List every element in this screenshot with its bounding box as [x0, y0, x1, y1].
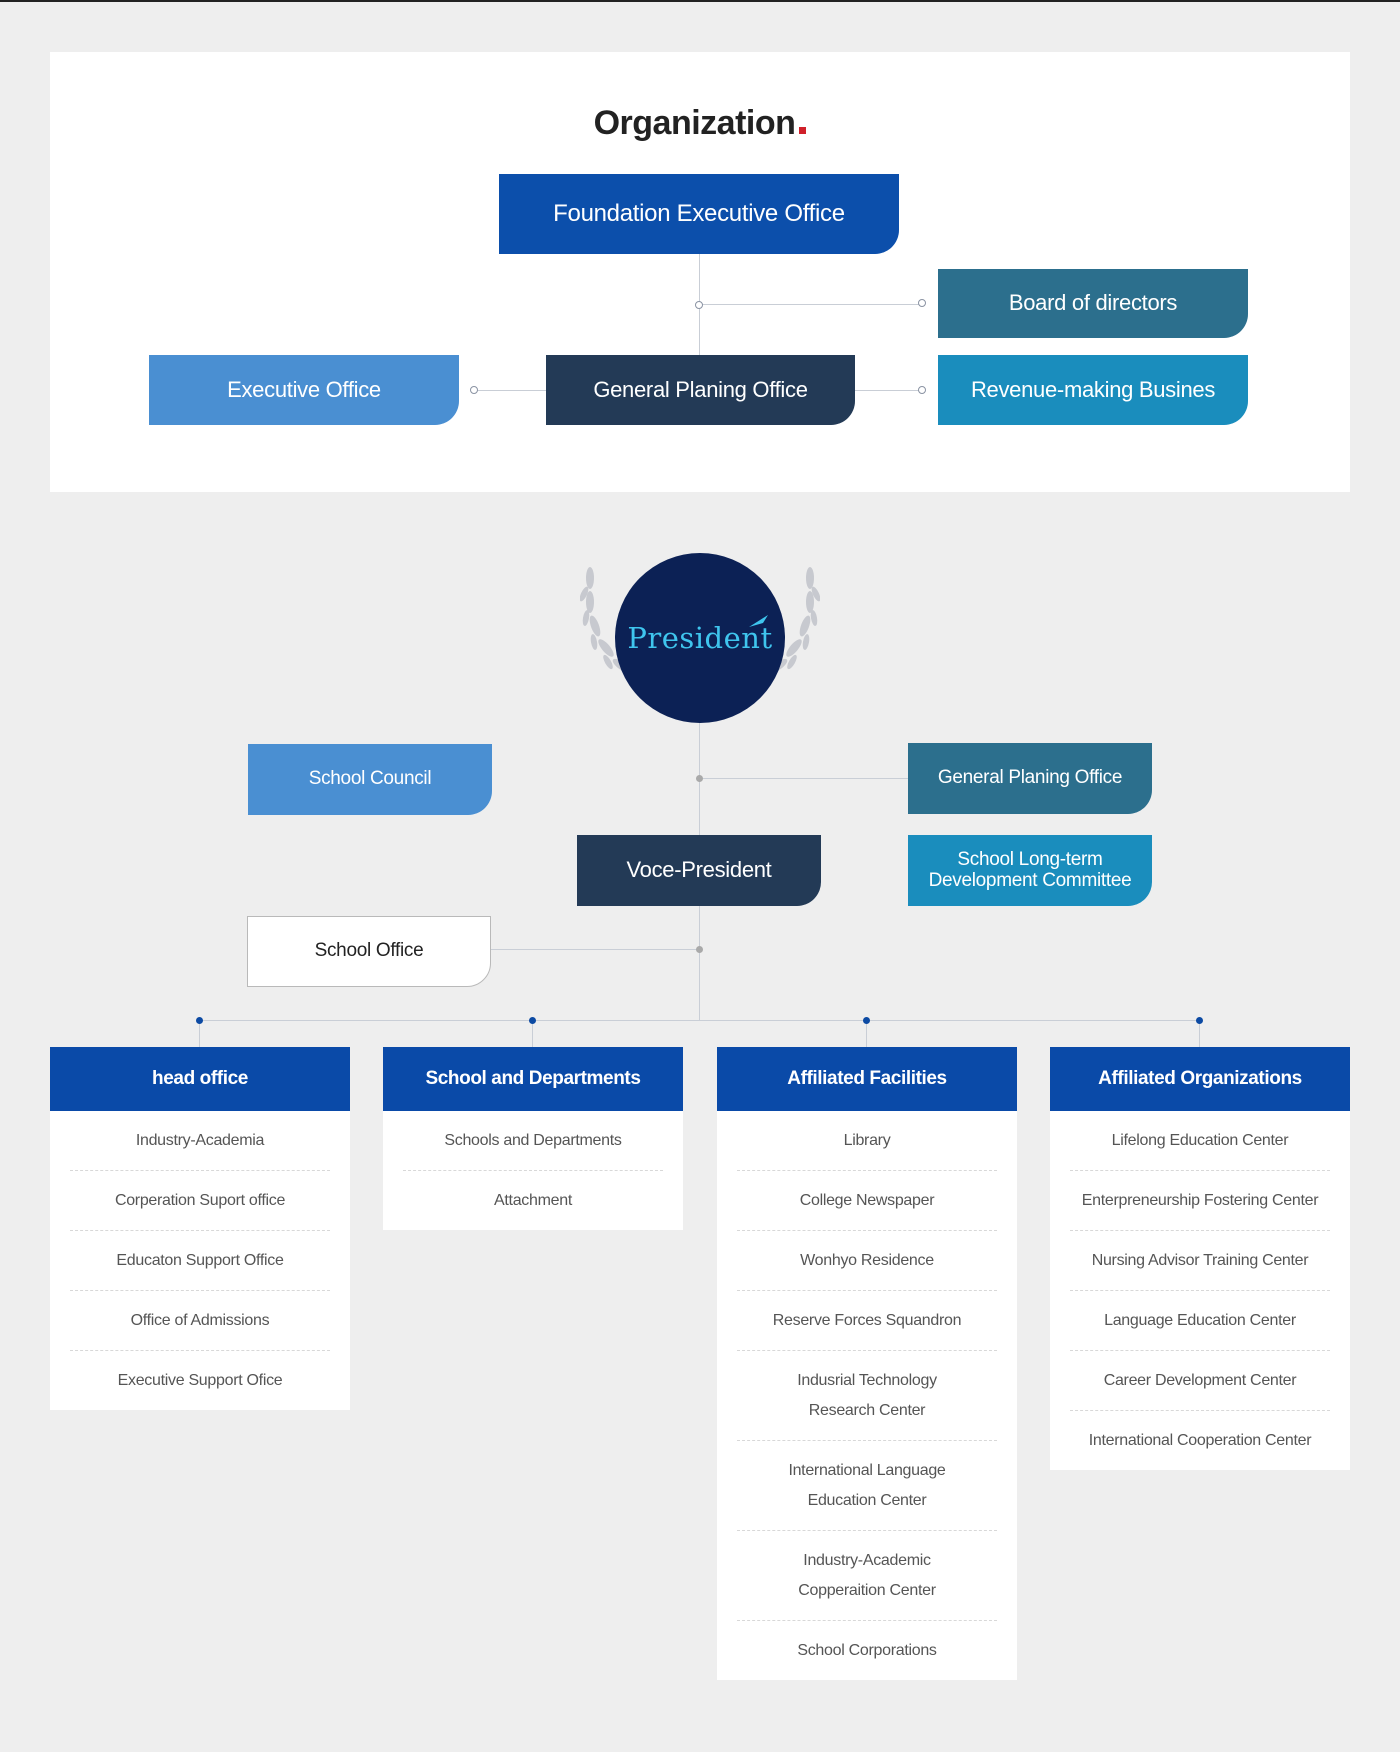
column-list: Industry-Academia Corperation Suport off…	[50, 1111, 350, 1410]
school-council-box: School Council	[248, 744, 492, 815]
list-item: Language Education Center	[1070, 1291, 1330, 1351]
connector-dot	[696, 775, 703, 782]
connector-column-drop	[866, 1020, 867, 1047]
list-item: School Corporations	[797, 1641, 937, 1659]
connector-school-planning	[700, 778, 908, 779]
title-accent-dot	[799, 127, 807, 134]
connector-dot	[863, 1017, 870, 1024]
column-list: Schools and Departments Attachment	[383, 1111, 683, 1230]
list-item: College Newspaper	[737, 1171, 997, 1231]
list-item: Industry-Academic Copperaition Center	[737, 1531, 997, 1621]
connector-executive	[474, 390, 546, 391]
column-list: Library College Newspaper Wonhyo Residen…	[717, 1111, 1017, 1680]
list-item: International Cooperation Center	[1088, 1431, 1312, 1449]
column-affiliated-organizations: Affiliated Organizations Lifelong Educat…	[1050, 1047, 1350, 1470]
list-item: Schools and Departments	[403, 1111, 663, 1171]
connector-column-drop	[1199, 1020, 1200, 1047]
board-of-directors-box: Board of directors	[938, 269, 1248, 338]
revenue-making-business-box: Revenue-making Busines	[938, 355, 1248, 425]
list-item: Nursing Advisor Training Center	[1070, 1231, 1330, 1291]
list-item: Educaton Support Office	[70, 1231, 330, 1291]
connector-dot	[1196, 1017, 1203, 1024]
list-item: Career Development Center	[1070, 1351, 1330, 1411]
voce-president-box: Voce-President	[577, 835, 821, 906]
column-header: School and Departments	[383, 1047, 683, 1111]
page-title: Organization	[0, 104, 1400, 143]
list-item: Office of Admissions	[70, 1291, 330, 1351]
list-item: Reserve Forces Squandron	[737, 1291, 997, 1351]
list-item: Enterpreneurship Fostering Center	[1070, 1171, 1330, 1231]
connector-ring	[918, 386, 926, 394]
column-list: Lifelong Education Center Enterpreneursh…	[1050, 1111, 1350, 1470]
column-header: head office	[50, 1047, 350, 1111]
connector-dot	[696, 946, 703, 953]
list-item: Wonhyo Residence	[737, 1231, 997, 1291]
connector-ring	[470, 386, 478, 394]
column-head-office: head office Industry-Academia Corperatio…	[50, 1047, 350, 1410]
foundation-executive-office-box: Foundation Executive Office	[499, 174, 899, 254]
list-item: Industry-Academia	[70, 1111, 330, 1171]
president-label: President	[627, 621, 773, 655]
list-item: Library	[737, 1111, 997, 1171]
president-circle: President	[615, 553, 785, 723]
connector-column-drop	[199, 1020, 200, 1047]
school-office-box: School Office	[247, 916, 491, 987]
connector-school-office	[490, 949, 699, 950]
connector-dot	[529, 1017, 536, 1024]
connector-top-vertical	[699, 254, 700, 387]
connector-column-drop	[532, 1020, 533, 1047]
accent-mark-icon	[749, 615, 768, 627]
connector-dot	[196, 1017, 203, 1024]
connector-board	[700, 304, 922, 305]
list-item: Lifelong Education Center	[1070, 1111, 1330, 1171]
connector-columns-horizontal	[199, 1020, 1200, 1021]
column-school-and-departments: School and Departments Schools and Depar…	[383, 1047, 683, 1230]
connector-revenue	[855, 390, 922, 391]
school-planning-office-box: General Planing Office	[908, 743, 1152, 814]
list-item: Corperation Suport office	[70, 1171, 330, 1231]
list-item: Executive Support Ofice	[117, 1371, 283, 1389]
column-header: Affiliated Facilities	[717, 1047, 1017, 1111]
list-item: Indusrial Technology Research Center	[737, 1351, 997, 1441]
foundation-planning-office-box: General Planing Office	[546, 355, 855, 425]
connector-ring	[695, 301, 703, 309]
column-header: Affiliated Organizations	[1050, 1047, 1350, 1111]
column-affiliated-facilities: Affiliated Facilities Library College Ne…	[717, 1047, 1017, 1680]
connector-ring	[918, 299, 926, 307]
executive-office-box: Executive Office	[149, 355, 459, 425]
list-item: International Language Education Center	[737, 1441, 997, 1531]
school-long-term-committee-box: School Long-term Development Committee	[908, 835, 1152, 906]
list-item: Attachment	[494, 1191, 572, 1209]
top-border	[0, 0, 1400, 2]
